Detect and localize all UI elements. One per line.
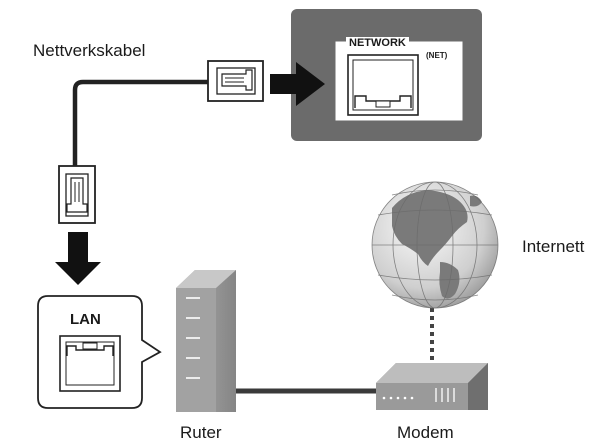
- lan-port-icon: [59, 335, 121, 392]
- arrow-icon-right: [270, 62, 325, 106]
- ethernet-plug-icon-bottom: [58, 165, 96, 224]
- globe-icon: [371, 181, 499, 309]
- network-cable: [72, 79, 210, 166]
- network-port-label: NETWORK: [346, 37, 409, 49]
- router-label: Ruter: [180, 423, 222, 442]
- cable-label: Nettverkskabel: [33, 41, 146, 60]
- lan-port-label: LAN: [70, 311, 101, 328]
- modem-label: Modem: [397, 423, 454, 442]
- lan-callout: [37, 295, 162, 409]
- ethernet-plug-icon-top: [207, 60, 264, 102]
- internet-label: Internett: [522, 237, 585, 256]
- modem-icon: [376, 363, 488, 410]
- network-port-icon: [347, 54, 419, 116]
- router-icon: [176, 270, 236, 412]
- device-rear-panel: [291, 9, 482, 141]
- arrow-icon-down: [55, 232, 101, 285]
- net-port-label: (NET): [426, 51, 448, 60]
